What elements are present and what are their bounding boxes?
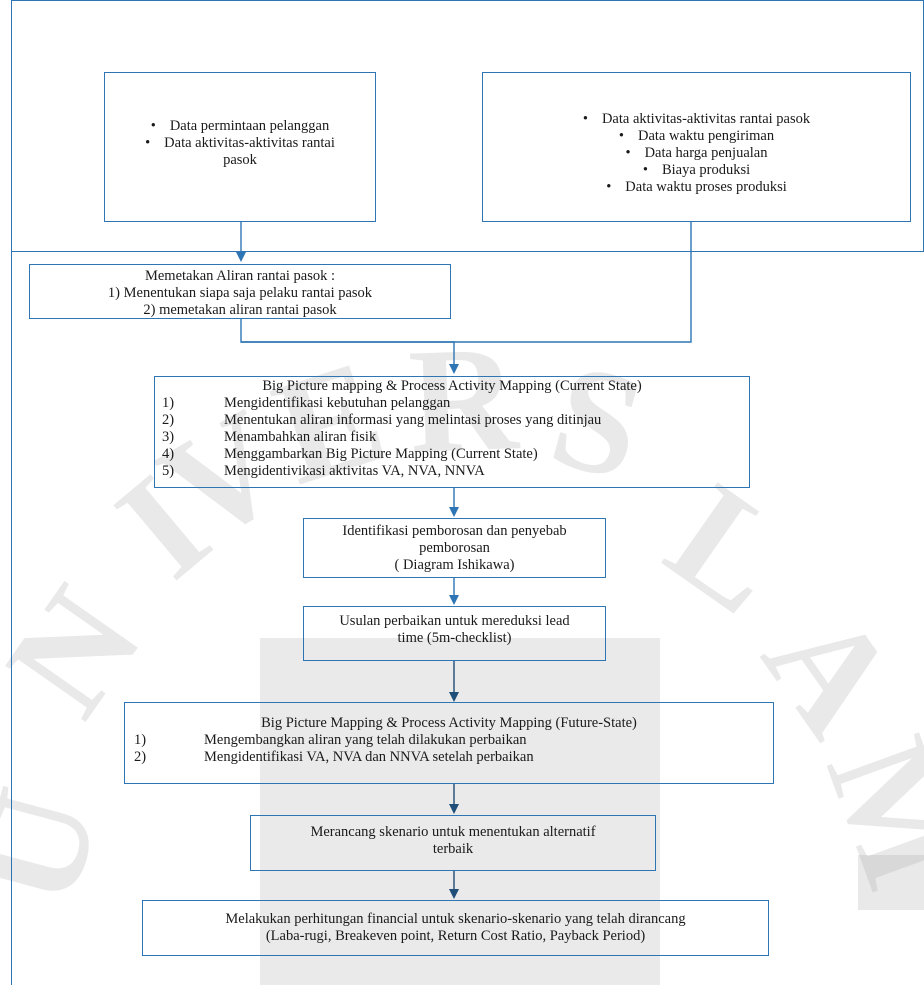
step2-item-number: 1) bbox=[162, 395, 175, 411]
input-left-item: Data permintaan pelanggan bbox=[105, 118, 375, 135]
step1-line: 1) Menentukan siapa saja pelaku rantai p… bbox=[107, 285, 373, 301]
step7-line: Melakukan perhitungan financial untuk sk… bbox=[225, 911, 686, 927]
step2-title: Big Picture mapping & Process Activity M… bbox=[262, 378, 642, 394]
step-financial-calculation: Melakukan perhitungan financial untuk sk… bbox=[142, 900, 769, 956]
input-right-item: Biaya produksi bbox=[483, 162, 910, 179]
step-scenario-design: Merancang skenario untuk menentukan alte… bbox=[250, 815, 656, 871]
step2-item: 3) Menambahkan aliran fisik bbox=[162, 429, 749, 446]
step7-line: (Laba-rugi, Breakeven point, Return Cost… bbox=[265, 928, 646, 944]
step2-item: 1) Mengidentifikasi kebutuhan pelanggan bbox=[162, 395, 749, 412]
step5-item-number: 1) bbox=[134, 732, 147, 748]
step2-item: 5) Mengidentivikasi aktivitas VA, NVA, NN… bbox=[162, 463, 749, 480]
step5-title: Big Picture Mapping & Process Activity M… bbox=[261, 715, 637, 731]
step4-line: time (5m-checklist) bbox=[397, 630, 512, 646]
input-box-supply-chain-data: Data aktivitas-aktivitas rantai pasok Da… bbox=[482, 72, 911, 222]
step2-item-number: 2) bbox=[162, 412, 175, 428]
step2-item-text: Menambahkan aliran fisik bbox=[224, 429, 377, 445]
step2-item: 2) Menentukan aliran informasi yang melin… bbox=[162, 412, 749, 429]
step-improvement-proposal: Usulan perbaikan untuk mereduksi lead ti… bbox=[303, 606, 606, 661]
step-waste-identification: Identifikasi pemborosan dan penyebab pem… bbox=[303, 518, 606, 578]
step1-title: Memetakan Aliran rantai pasok : bbox=[144, 268, 336, 284]
step5-item-text: Mengembangkan aliran yang telah dilakuka… bbox=[204, 732, 527, 748]
input-right-item: Data waktu pengiriman bbox=[483, 128, 910, 145]
step3-line: pemborosan bbox=[419, 540, 490, 556]
input-left-item: Data aktivitas-aktivitas rantai pasok bbox=[105, 135, 375, 169]
step-future-state-mapping: Big Picture Mapping & Process Activity M… bbox=[124, 702, 774, 784]
step5-item-text: Mengidentifikasi VA, NVA dan NNVA setela… bbox=[204, 749, 534, 765]
step4-line: Usulan perbaikan untuk mereduksi lead bbox=[339, 613, 570, 629]
input-right-item: Data waktu proses produksi bbox=[483, 179, 910, 196]
step2-item-text: Mengidentifikasi kebutuhan pelanggan bbox=[224, 395, 451, 411]
step2-item-text: Menentukan aliran informasi yang melinta… bbox=[224, 412, 602, 428]
step3-line: ( Diagram Ishikawa) bbox=[394, 557, 515, 573]
step2-item-number: 4) bbox=[162, 446, 175, 462]
step2-item: 4) Menggambarkan Big Picture Mapping (Cur… bbox=[162, 446, 749, 463]
step2-item-text: Mengidentivikasi aktivitas VA, NVA, NNVA bbox=[224, 463, 485, 479]
step2-item-number: 3) bbox=[162, 429, 175, 445]
step1-line: 2) memetakan aliran rantai pasok bbox=[143, 302, 337, 318]
input-right-item: Data harga penjualan bbox=[483, 145, 910, 162]
step5-item-number: 2) bbox=[134, 749, 147, 765]
input-box-customer-data: Data permintaan pelanggan Data aktivitas… bbox=[104, 72, 376, 222]
step5-item: 2) Mengidentifikasi VA, NVA dan NNVA sete… bbox=[134, 749, 773, 766]
step5-item: 1) Mengembangkan aliran yang telah dilaku… bbox=[134, 732, 773, 749]
step3-line: Identifikasi pemborosan dan penyebab bbox=[342, 523, 567, 539]
step6-line: terbaik bbox=[432, 841, 474, 857]
input-right-item: Data aktivitas-aktivitas rantai pasok bbox=[483, 111, 910, 128]
step6-line: Merancang skenario untuk menentukan alte… bbox=[310, 824, 596, 840]
step2-item-number: 5) bbox=[162, 463, 175, 479]
step-map-supply-chain: Memetakan Aliran rantai pasok : 1) Menen… bbox=[29, 264, 451, 319]
step-current-state-mapping: Big Picture mapping & Process Activity M… bbox=[154, 376, 750, 488]
step2-item-text: Menggambarkan Big Picture Mapping (Curre… bbox=[224, 446, 538, 462]
